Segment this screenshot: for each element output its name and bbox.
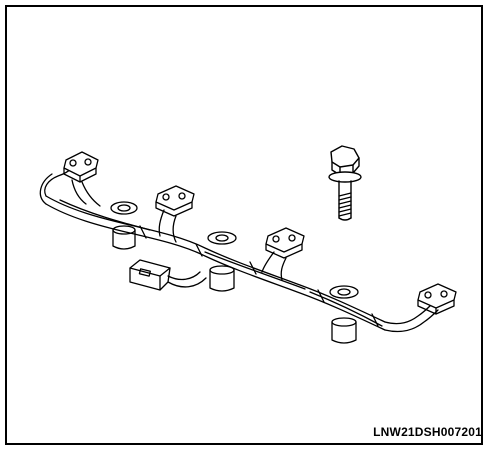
mount-boss-3 bbox=[329, 285, 359, 344]
mount-boss-2 bbox=[207, 231, 237, 292]
side-connector-block bbox=[129, 259, 207, 291]
figure-code: LNW21DSH007201 bbox=[373, 425, 482, 439]
bolt-illustration bbox=[328, 145, 362, 221]
coil-connector-2 bbox=[155, 185, 195, 243]
coil-connector-4 bbox=[417, 283, 457, 315]
coil-connector-1 bbox=[63, 151, 101, 207]
coil-connector-3 bbox=[261, 227, 305, 281]
wiring-harness-illustration bbox=[39, 151, 457, 344]
figure-frame bbox=[5, 5, 483, 445]
mount-boss-1 bbox=[110, 201, 138, 250]
